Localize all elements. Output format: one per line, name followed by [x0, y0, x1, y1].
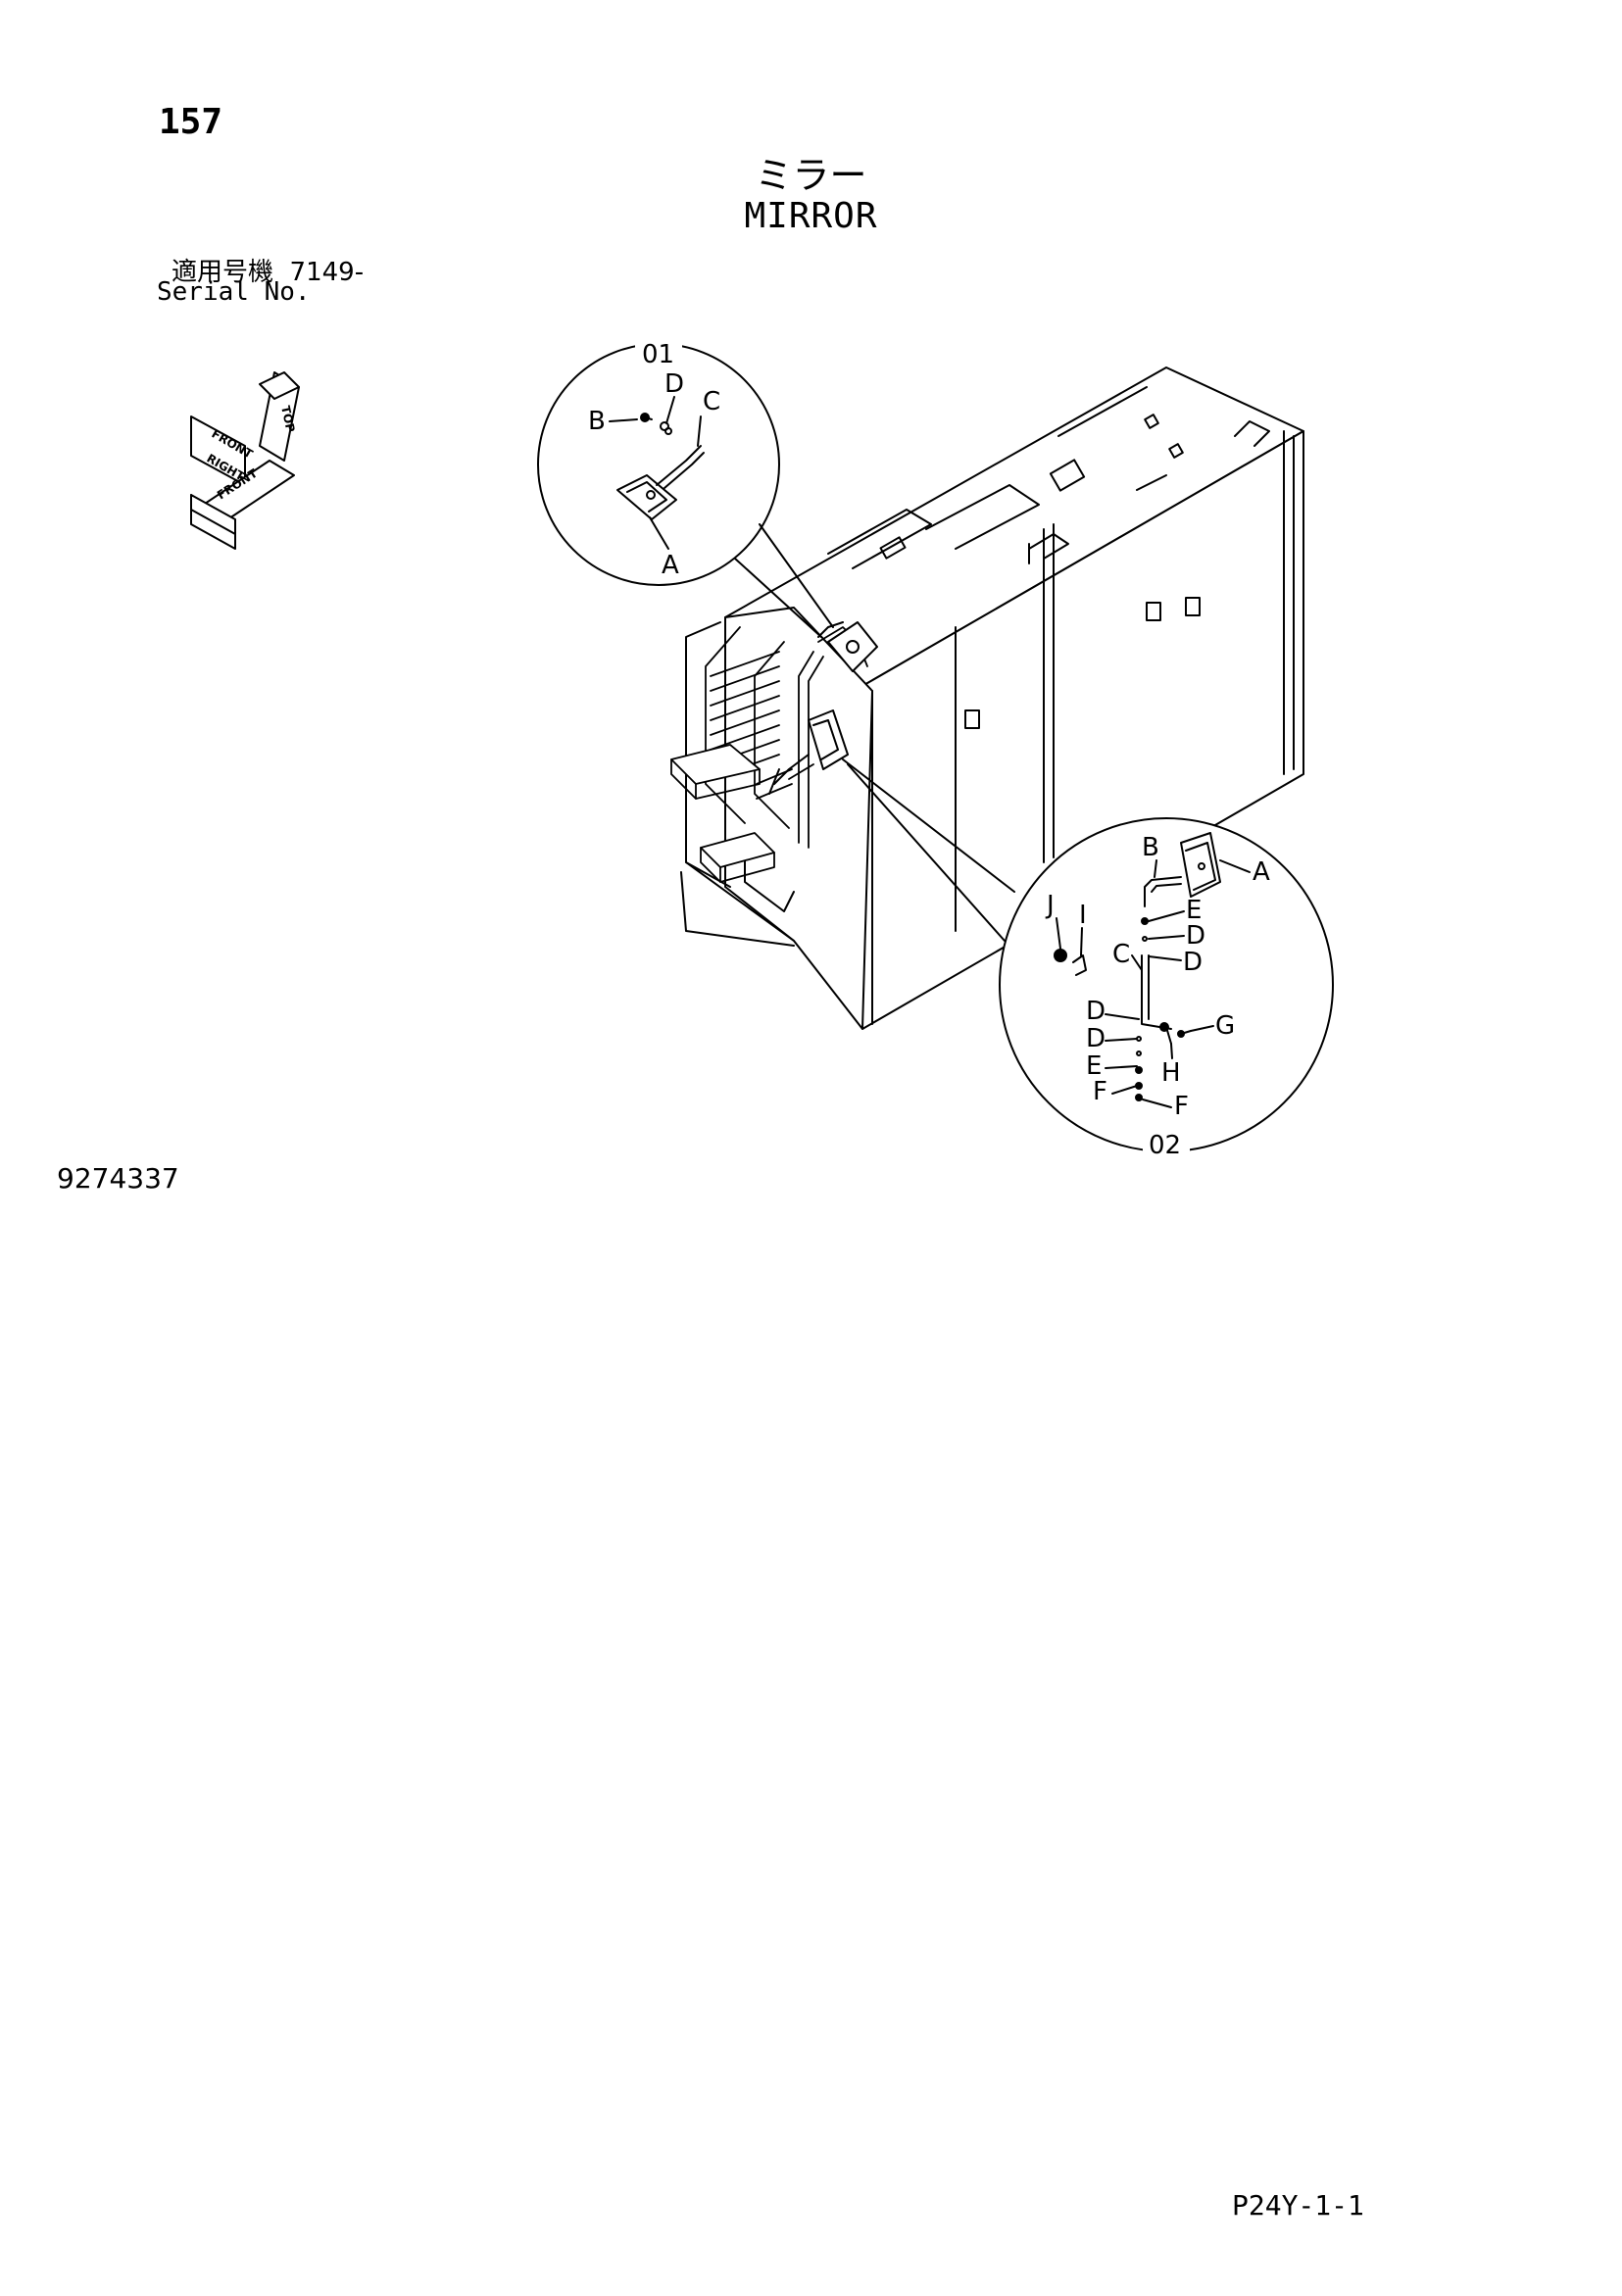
serial-value: 7149- [289, 258, 365, 287]
detail-02-callout-b: B [1142, 833, 1159, 862]
detail-02-callout-d-4: D [1086, 1024, 1106, 1053]
detail-02-callout-d-2: D [1183, 948, 1203, 977]
page-number: 157 [159, 102, 223, 142]
drawing-number: 9274337 [57, 1162, 179, 1195]
detail-01-label: 01 [642, 340, 674, 369]
detail-02-callout-f-right: F [1174, 1092, 1189, 1121]
serial-label-japanese: 適用号機 [172, 258, 274, 287]
serial-applicability: 適用号機 7149- [172, 252, 364, 288]
detail-02-callout-e-lower: E [1086, 1051, 1102, 1081]
detail-01-callout-b: B [588, 407, 606, 436]
page-code: P24Y-1-1 [1232, 2189, 1364, 2222]
detail-02-callout-e-upper: E [1186, 896, 1202, 925]
mirror-01-on-machine [817, 621, 878, 672]
detail-02-callout-f-left: F [1093, 1077, 1107, 1106]
detail-02-callout-d-1: D [1186, 921, 1205, 951]
orientation-label-top: TOP [278, 405, 297, 434]
detail-02-callout-h: H [1161, 1058, 1181, 1088]
detail-02-label: 02 [1149, 1131, 1181, 1160]
detail-02-callout-d-3: D [1086, 997, 1106, 1026]
detail-01-callout-a: A [662, 551, 679, 580]
detail-01-callout-d: D [664, 369, 684, 399]
detail-view-01: 01 A B C D [537, 340, 834, 638]
detail-02-callout-i: I [1079, 901, 1087, 930]
access-ladder [670, 626, 868, 883]
page-title: MIRROR [744, 196, 878, 236]
detail-view-02: 02 A B E D C D [842, 758, 1334, 1160]
detail-02-callout-a: A [1253, 857, 1270, 887]
detail-02-callout-c: C [1112, 940, 1130, 969]
detail-01-callout-c: C [703, 387, 720, 416]
orientation-indicator: TOP FRONT RIGHT FRONT [190, 371, 300, 550]
page-title-japanese: ミラー [755, 154, 867, 197]
detail-02-callout-j: J [1045, 891, 1055, 920]
mirror-02-on-machine [768, 709, 849, 795]
serial-label: Serial No. [157, 277, 311, 307]
detail-02-callout-g: G [1215, 1011, 1235, 1041]
